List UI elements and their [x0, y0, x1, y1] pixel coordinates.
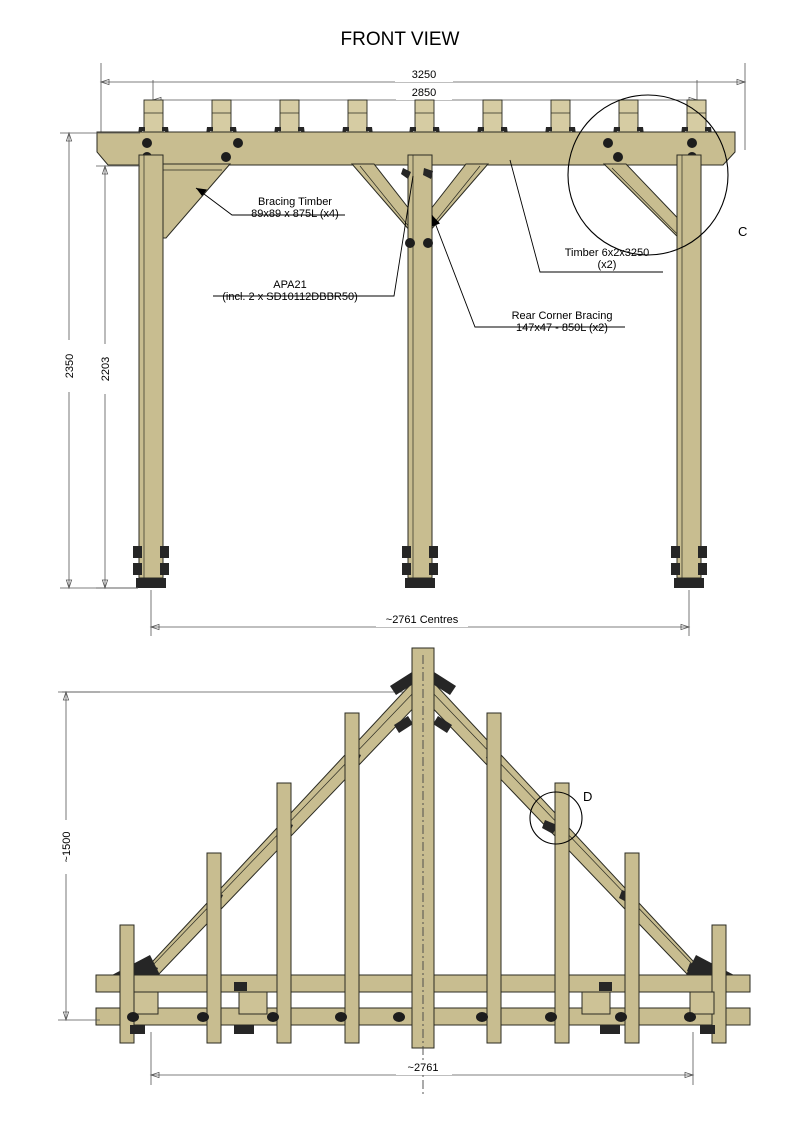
callout-rear-corner-bracing-line1: Rear Corner Bracing: [512, 310, 613, 322]
callout-timber-rafter-line1: Timber 6x2x3250: [565, 247, 650, 259]
dim-inner-width-label: 2850: [412, 87, 436, 99]
callout-rear-corner-bracing: Rear Corner Bracing 147x47 - 850L (x2): [431, 214, 625, 334]
spacer-block: [689, 991, 715, 1015]
dim-overall-width: 3250: [99, 63, 747, 150]
rafter-cross-section: [477, 99, 508, 135]
callout-bracing-timber-line2: 89x89 x 875L (x4): [251, 208, 339, 220]
callout-apa21-line1: APA21: [273, 279, 306, 291]
callout-apa21-line2: (incl. 2 x SD10112DBBR50): [222, 291, 358, 303]
rafter-cross-section: [409, 99, 440, 135]
front-view: 3250 2850: [60, 63, 747, 636]
callout-apa21: APA21 (incl. 2 x SD10112DBBR50): [213, 175, 414, 303]
detail-marker-d: D: [529, 789, 592, 845]
callout-timber-rafter-line2: (x2): [598, 259, 617, 271]
side-view: D ~1500 ~2761: [58, 647, 751, 1095]
callout-bracing-timber-line1: Bracing Timber: [258, 196, 332, 208]
dim-side-width-label: ~2761: [408, 1062, 439, 1074]
post-left-overlay: [138, 154, 164, 579]
rafter-cross-section: [206, 99, 237, 135]
spacer-block: [133, 991, 159, 1015]
dim-side-height-label: ~1500: [61, 832, 73, 863]
detail-marker-c: C: [567, 94, 747, 256]
rafter-cross-section: [138, 99, 169, 135]
dim-clear-height: 2203: [96, 164, 140, 590]
dim-post-centres-label: ~2761 Centres: [386, 614, 459, 626]
detail-marker-c-label: C: [738, 224, 747, 239]
ridge-fixings: [390, 672, 456, 733]
post-centre-overlay: [407, 154, 433, 579]
rafter-group: [138, 99, 712, 135]
eave-bracket-right: [686, 955, 734, 975]
rafter-cross-section: [342, 99, 373, 135]
rafter-cross-section: [545, 99, 576, 135]
dim-side-height: ~1500: [58, 690, 100, 1022]
post-right-overlay: [676, 154, 702, 579]
eave-bracket-left: [112, 955, 160, 975]
spacer-block-group: [133, 991, 715, 1015]
dim-side-width: ~2761: [149, 1032, 695, 1085]
rail-bolts: [127, 982, 715, 1034]
rafter-cross-section: [274, 99, 305, 135]
dim-post-centres: ~2761 Centres: [149, 590, 691, 636]
callout-timber-rafter: Timber 6x2x3250 (x2): [509, 159, 663, 273]
dim-overall-width-label: 3250: [412, 69, 436, 81]
spacer-block: [238, 991, 268, 1015]
page-title: FRONT VIEW: [341, 29, 460, 50]
rafter-cross-section: [681, 99, 712, 135]
detail-marker-d-label: D: [583, 789, 592, 804]
rafter-cross-section: [613, 99, 644, 135]
centre-brace-bolts: [401, 168, 433, 248]
dim-clear-height-label: 2203: [100, 357, 112, 381]
spacer-block: [581, 991, 611, 1015]
dim-overall-height-label: 2350: [64, 354, 76, 378]
dim-overall-height: 2350: [60, 131, 140, 590]
callout-rear-corner-bracing-line2: 147x47 - 850L (x2): [516, 322, 608, 334]
callout-bracing-timber: Bracing Timber 89x89 x 875L (x4): [195, 187, 345, 220]
